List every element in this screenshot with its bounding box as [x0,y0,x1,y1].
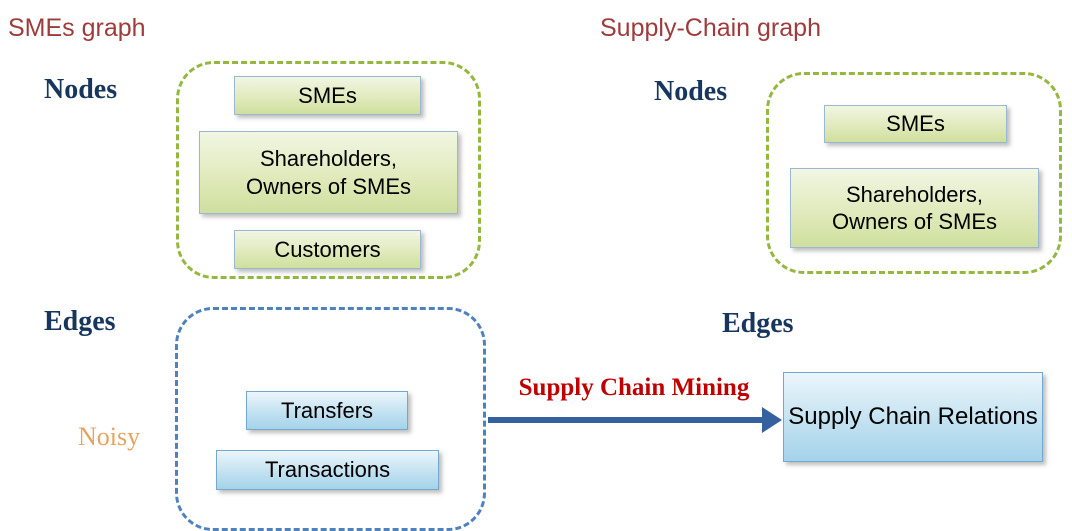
left-node-box-shareholders: Shareholders, Owners of SMEs [199,131,458,214]
noisy-label: Noisy [78,422,141,451]
right-edges-label: Edges [722,308,794,339]
supply-chain-graph-title: Supply-Chain graph [600,14,821,42]
right-node-box-smes: SMEs [824,105,1007,143]
left-edge-box-transactions: Transactions [216,450,439,490]
left-node-box-customers: Customers [234,230,421,269]
left-nodes-panel [176,61,481,279]
mining-arrow-shaft [488,417,764,423]
right-nodes-label: Nodes [654,76,728,107]
left-edges-label: Edges [44,306,116,337]
supply-chain-relations-box: Supply Chain Relations [783,372,1043,462]
left-edge-box-transfers: Transfers [246,391,408,430]
mining-arrow-head-icon [762,407,782,433]
right-nodes-panel [766,72,1062,274]
right-node-box-shareholders: Shareholders, Owners of SMEs [790,168,1039,248]
left-node-box-smes: SMEs [234,76,421,115]
left-nodes-label: Nodes [44,74,118,105]
supply-chain-mining-label: Supply Chain Mining [518,374,750,401]
left-edges-panel [175,307,486,531]
smes-graph-title: SMEs graph [8,14,146,42]
